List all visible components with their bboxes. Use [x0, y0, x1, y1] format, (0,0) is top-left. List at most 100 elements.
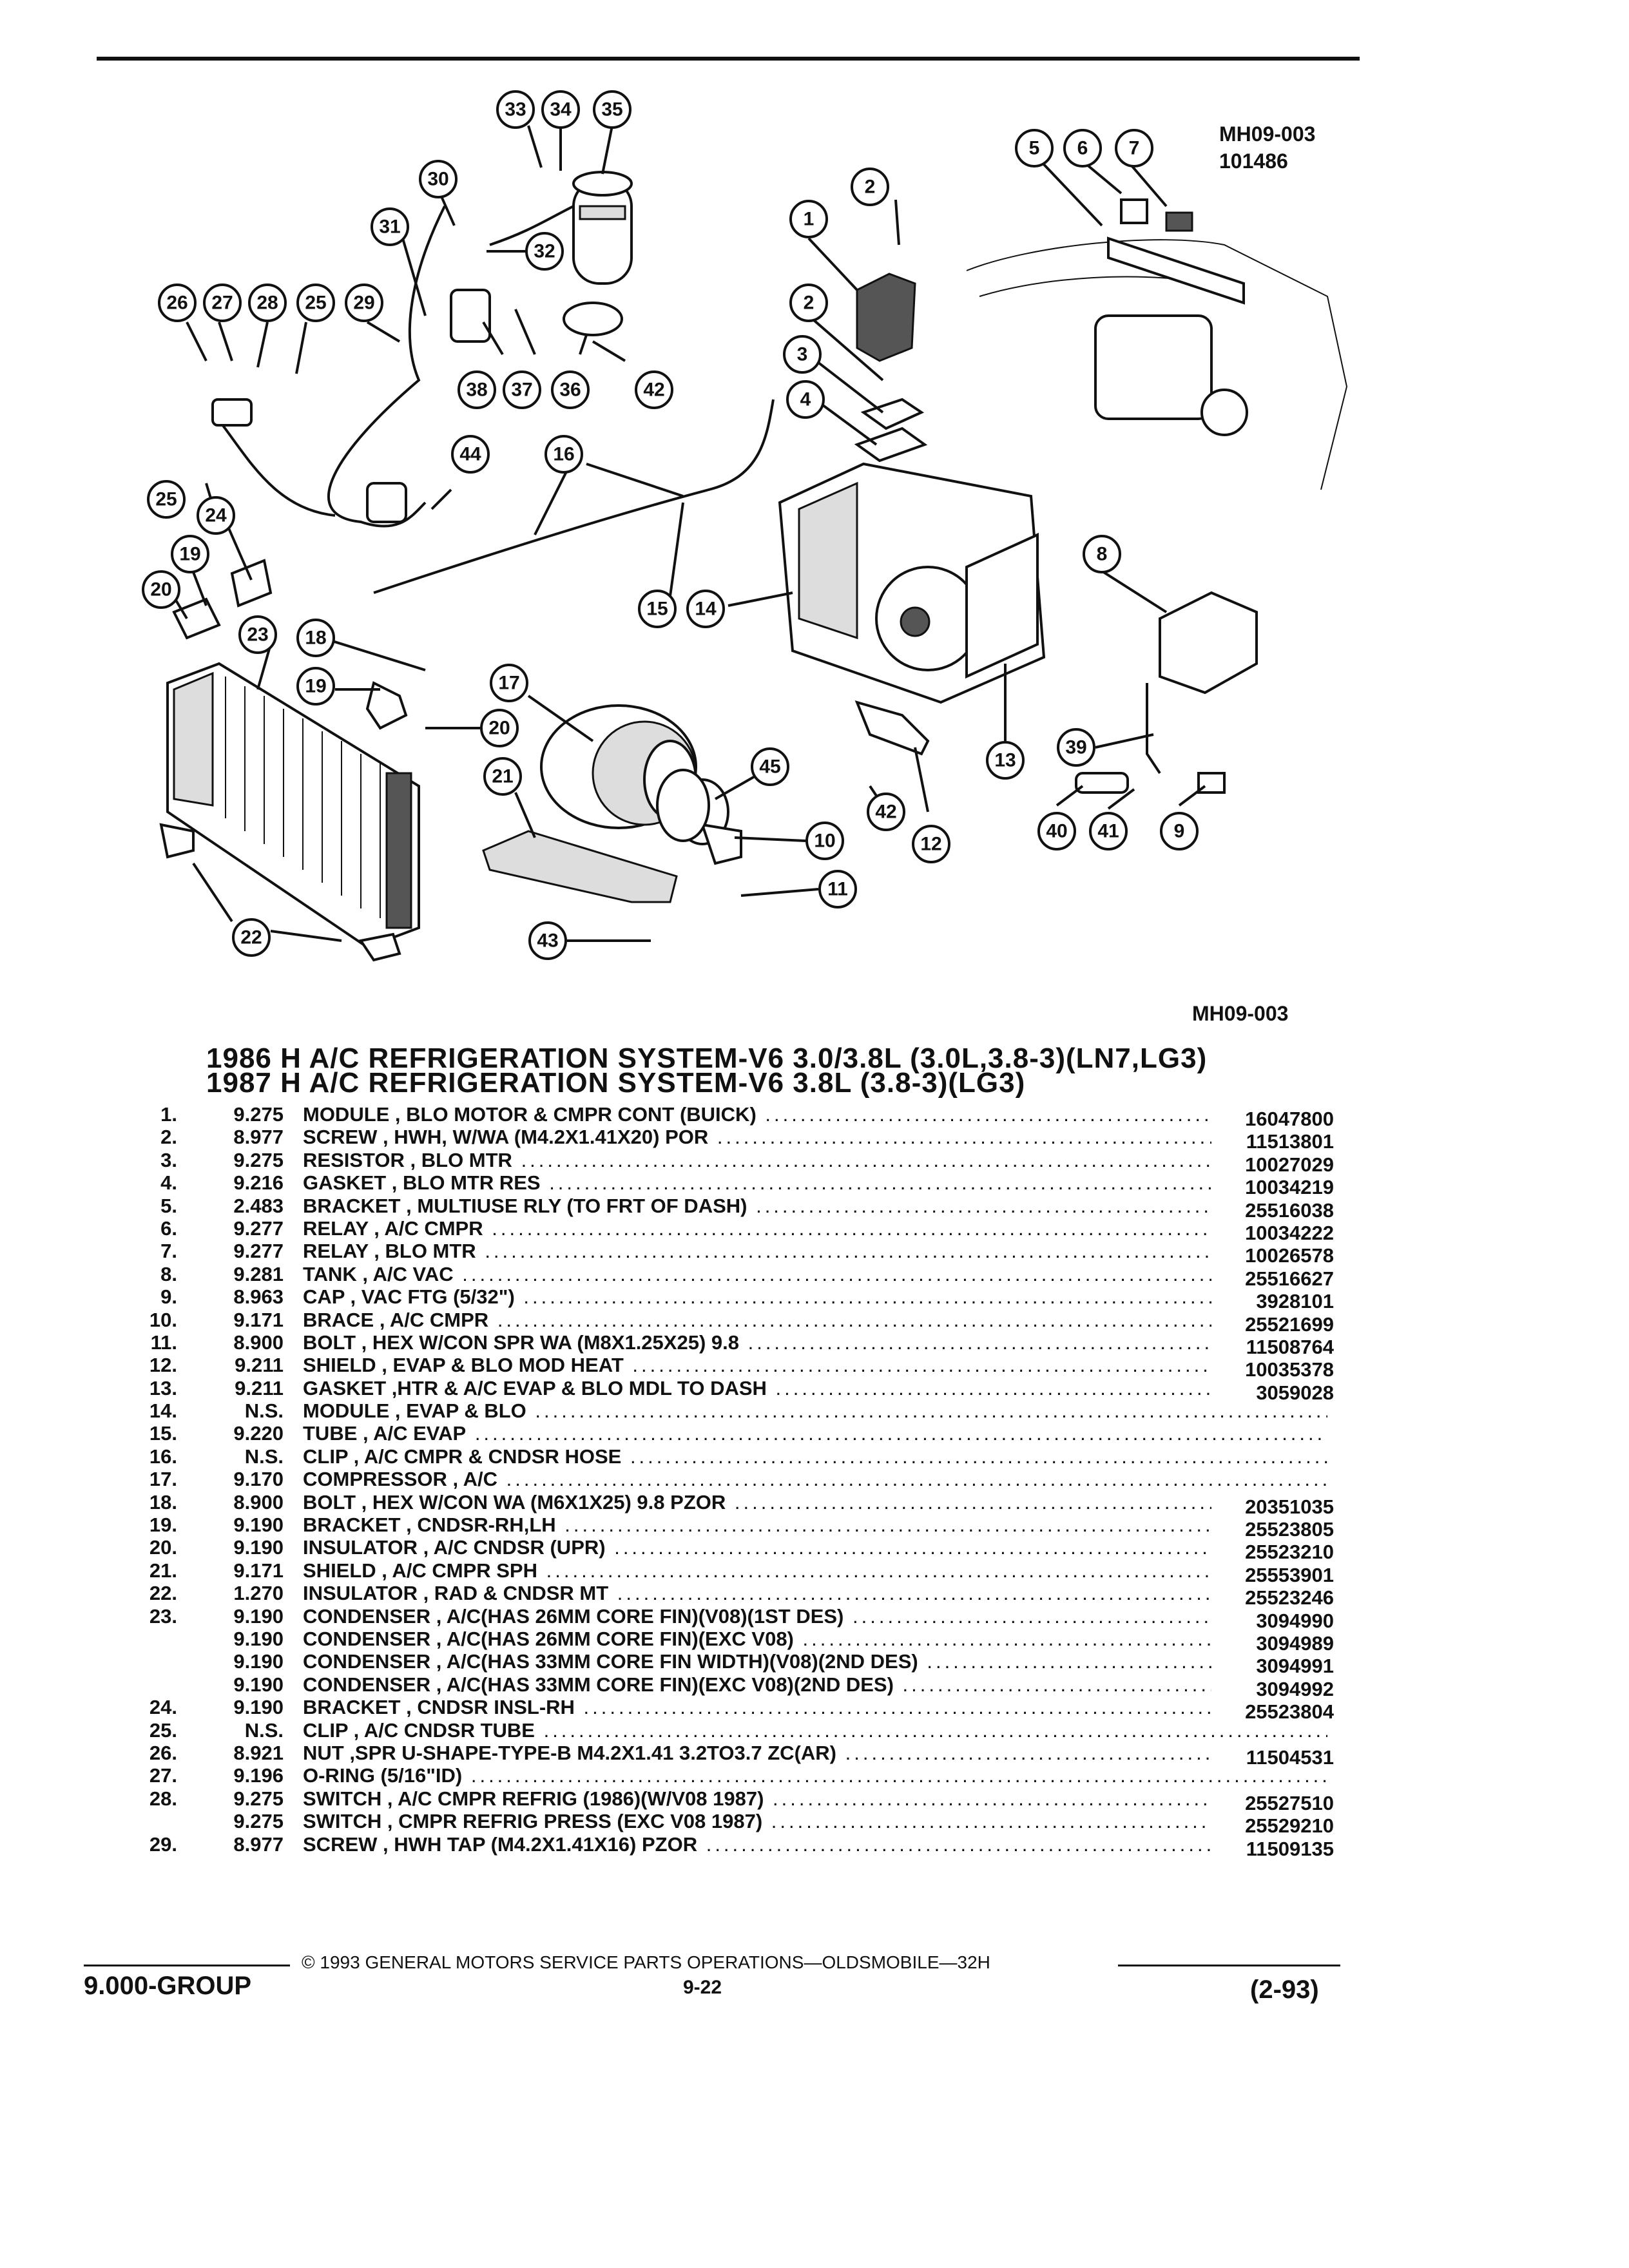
- group-number: 9.277: [233, 1240, 284, 1263]
- callout: 5: [1015, 129, 1054, 168]
- diagram-ref-code: MH09-003: [1219, 122, 1316, 146]
- callout: 39: [1057, 728, 1095, 767]
- callout: 44: [451, 435, 490, 474]
- item-description-text: CONDENSER , A/C(HAS 26MM CORE FIN)(V08)(…: [303, 1604, 844, 1628]
- callout-label: 13: [994, 750, 1016, 771]
- callout: 15: [638, 590, 677, 628]
- item-description-text: SCREW , HWH, W/WA (M4.2X1.41X20) POR: [303, 1126, 709, 1149]
- callout: 29: [345, 284, 383, 322]
- callout-label: 15: [646, 599, 668, 620]
- callout-label: 12: [920, 834, 941, 855]
- callout: 6: [1063, 129, 1102, 168]
- item-description-text: INSULATOR , RAD & CNDSR MT: [303, 1582, 609, 1605]
- item-description: SHIELD , EVAP & BLO MOD HEAT ...........…: [303, 1354, 1327, 1377]
- group-number: 9.170: [233, 1468, 284, 1491]
- callout-label: 2: [865, 177, 876, 198]
- footer-copyright: © 1993 GENERAL MOTORS SERVICE PARTS OPER…: [302, 1952, 990, 1972]
- leader-dots: ........................................…: [549, 1171, 1327, 1195]
- part-number: 10034219: [1211, 1176, 1334, 1200]
- callout: 42: [635, 370, 673, 409]
- leader-dots: ........................................…: [583, 1696, 1327, 1719]
- callout-label: 43: [537, 930, 558, 952]
- callout-label: 17: [498, 673, 519, 694]
- part-number: 10027029: [1211, 1153, 1334, 1177]
- callout-label: 28: [256, 293, 278, 314]
- item-description: BRACKET , MULTIUSE RLY (TO FRT OF DASH) …: [303, 1195, 1327, 1218]
- part-number: 25527510: [1211, 1791, 1334, 1815]
- leader-dots: ........................................…: [506, 1468, 1327, 1491]
- section-title-1987: 1987 H A/C REFRIGERATION SYSTEM-V6 3.8L …: [206, 1067, 1026, 1099]
- item-description-text: RELAY , A/C CMPR: [303, 1216, 483, 1240]
- item-number: 27.: [149, 1764, 177, 1787]
- callout-label: 24: [205, 505, 227, 526]
- group-number: 9.277: [233, 1216, 284, 1240]
- footer-rule-right: [1118, 1965, 1340, 1966]
- part-number: 25516038: [1211, 1198, 1334, 1222]
- item-number: 26.: [149, 1741, 177, 1764]
- item-number: 11.: [150, 1331, 177, 1354]
- callout-label: 44: [459, 444, 481, 465]
- vacuum-tank-drawing: [1075, 591, 1258, 794]
- group-number: 9.190: [233, 1604, 284, 1628]
- callout-label: 32: [534, 241, 555, 262]
- callout-label: 30: [427, 169, 448, 190]
- leader-dots: ........................................…: [564, 1514, 1327, 1537]
- callout-label: 18: [305, 628, 326, 649]
- callout: 26: [158, 284, 197, 322]
- callout-label: 6: [1077, 138, 1088, 159]
- item-description: SCREW , HWH, W/WA (M4.2X1.41X20) POR ...…: [303, 1126, 1327, 1149]
- item-description: BRACKET , CNDSR INSL-RH ................…: [303, 1696, 1327, 1719]
- part-number: 3094990: [1211, 1609, 1334, 1633]
- group-number: 9.190: [233, 1673, 284, 1696]
- item-description-text: CLIP , A/C CNDSR TUBE: [303, 1718, 535, 1742]
- item-number: 7.: [160, 1240, 177, 1263]
- leader-dots: ........................................…: [543, 1718, 1327, 1742]
- callout: 23: [238, 615, 277, 654]
- leader-dots: ........................................…: [497, 1308, 1327, 1331]
- group-number: 9.275: [233, 1148, 284, 1171]
- item-description: CONDENSER , A/C(HAS 33MM CORE FIN)(EXC V…: [303, 1673, 1327, 1696]
- callout: 19: [296, 667, 335, 706]
- item-description-text: SWITCH , CMPR REFRIG PRESS (EXC V08 1987…: [303, 1810, 763, 1833]
- callout-label: 41: [1097, 821, 1119, 842]
- part-number: 10026578: [1211, 1244, 1334, 1268]
- item-description: SHIELD , A/C CMPR SPH ..................…: [303, 1559, 1327, 1582]
- item-description-text: GASKET , BLO MTR RES: [303, 1171, 541, 1195]
- part-number: 11509135: [1211, 1837, 1334, 1861]
- item-description-text: INSULATOR , A/C CNDSR (UPR): [303, 1536, 606, 1559]
- group-number: 9.211: [235, 1376, 284, 1399]
- part-number: 3094991: [1211, 1655, 1334, 1678]
- section-title-1986: 1986 H A/C REFRIGERATION SYSTEM-V6 3.0/3…: [206, 1043, 1208, 1074]
- part-number: 25523805: [1211, 1518, 1334, 1542]
- leader-dots: ........................................…: [470, 1764, 1327, 1787]
- callout: 34: [541, 90, 580, 129]
- callout: 36: [551, 370, 590, 409]
- item-description: INSULATOR , A/C CNDSR (UPR) ............…: [303, 1536, 1327, 1559]
- part-number: 3094989: [1211, 1631, 1334, 1655]
- group-number: N.S.: [244, 1718, 284, 1742]
- group-number: 9.211: [235, 1354, 284, 1377]
- footer-page-number: 9-22: [683, 1977, 722, 1998]
- item-number: 4.: [160, 1171, 177, 1195]
- part-number: 25529210: [1211, 1814, 1334, 1838]
- group-number: 2.483: [233, 1194, 284, 1217]
- item-number: 14.: [149, 1399, 177, 1423]
- part-number: 11504531: [1211, 1745, 1334, 1769]
- part-number: 25553901: [1211, 1563, 1334, 1587]
- callout-label: 14: [695, 599, 717, 620]
- item-description-text: SHIELD , A/C CMPR SPH: [303, 1559, 537, 1582]
- callout: 19: [171, 535, 209, 573]
- callout: 2: [851, 168, 889, 206]
- callout: 7: [1115, 129, 1153, 168]
- item-description-text: RELAY , BLO MTR: [303, 1240, 476, 1263]
- item-description: CONDENSER , A/C(HAS 33MM CORE FIN WIDTH)…: [303, 1650, 1327, 1673]
- item-description: CAP , VAC FTG (5/32") ..................…: [303, 1285, 1327, 1309]
- callout-label: 23: [247, 624, 268, 646]
